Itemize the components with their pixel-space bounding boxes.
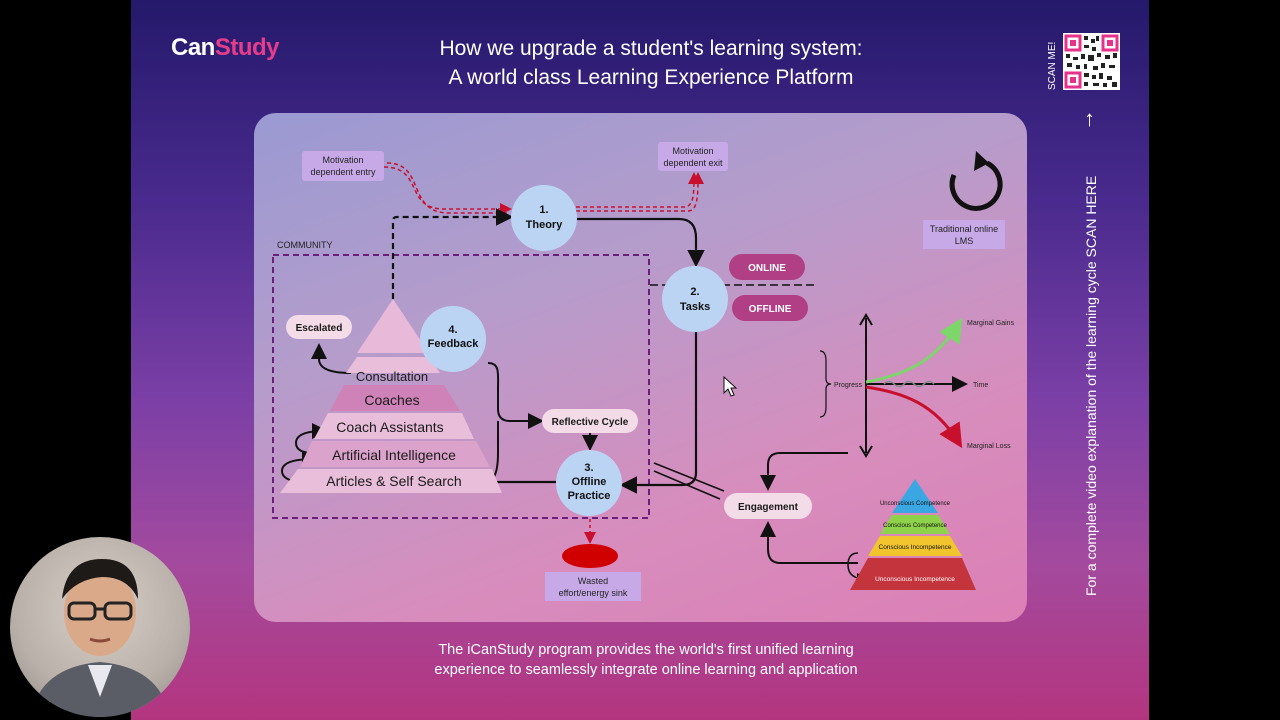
pyramid-level-ai: Artificial Intelligence bbox=[332, 447, 456, 463]
qr-code[interactable] bbox=[1063, 33, 1120, 90]
competence-3: Conscious Incompetence bbox=[879, 544, 952, 551]
caption-line-1: The iCanStudy program provides the world… bbox=[438, 642, 854, 658]
gains-label: Marginal Gains bbox=[967, 320, 1015, 327]
break-line-1 bbox=[653, 462, 725, 492]
theory-node: 1. Theory bbox=[511, 185, 577, 251]
competence-to-engagement-arrow bbox=[760, 521, 858, 564]
competence-2: Conscious Competence bbox=[883, 523, 947, 529]
break-line-2 bbox=[653, 470, 721, 500]
traditional-line-2: LMS bbox=[955, 236, 974, 246]
motivation-exit-line-2: dependent exit bbox=[663, 158, 723, 168]
wasted-sink-shape bbox=[562, 544, 618, 568]
progress-graph bbox=[819, 313, 968, 458]
theory-label: Theory bbox=[526, 219, 564, 231]
feedback-node: 4. Feedback bbox=[420, 306, 486, 372]
practice-line-2: Practice bbox=[568, 490, 611, 502]
traditional-line-1: Traditional online bbox=[930, 224, 998, 234]
online-label: ONLINE bbox=[748, 263, 786, 274]
escalated-pill bbox=[286, 315, 352, 339]
logo-study: Study bbox=[214, 34, 280, 61]
pyramid-level-coaches: Coaches bbox=[364, 392, 419, 408]
competence-pyramid bbox=[850, 479, 976, 590]
entry-arrow-2 bbox=[386, 162, 509, 214]
to-escalated-arrow bbox=[311, 343, 352, 374]
feedback-label: Feedback bbox=[428, 338, 480, 350]
scan-here-text: For a complete video explanation of the … bbox=[1083, 175, 1099, 596]
theory-to-tasks-arrow bbox=[576, 217, 705, 268]
theory-number: 1. bbox=[539, 204, 548, 216]
learning-cycle-diagram: COMMUNITY Motivation dependent entry Mot… bbox=[272, 142, 1015, 601]
motivation-entry-line-1: Motivation bbox=[322, 155, 363, 165]
exit-arrow bbox=[576, 172, 700, 208]
wasted-line-1: Wasted bbox=[578, 576, 608, 586]
logo: CanStudy bbox=[171, 34, 280, 62]
offline-label: OFFLINE bbox=[749, 304, 792, 315]
title-line-1: How we upgrade a student's learning syst… bbox=[439, 37, 863, 60]
diagram-panel: COMMUNITY Motivation dependent entry Mot… bbox=[254, 113, 1027, 622]
slide: CanStudy How we upgrade a student's lear… bbox=[131, 0, 1149, 720]
feedback-number: 4. bbox=[448, 324, 457, 336]
community-label: COMMUNITY bbox=[277, 240, 333, 250]
wasted-line-2: effort/energy sink bbox=[559, 588, 628, 598]
exit-arrow-2 bbox=[576, 172, 704, 212]
escalation-to-theory-arrow bbox=[391, 208, 514, 299]
offline-pill bbox=[732, 295, 808, 321]
graph-to-engagement-arrow bbox=[760, 452, 848, 491]
mouse-cursor-icon bbox=[723, 375, 738, 397]
traditional-lms-box bbox=[923, 220, 1005, 249]
qr-code-icon bbox=[1063, 33, 1120, 90]
motivation-entry-line-2: dependent entry bbox=[310, 167, 376, 177]
practice-node: 3. Offline Practice bbox=[556, 450, 622, 516]
loss-label: Marginal Loss bbox=[967, 443, 1011, 450]
feedback-to-reflective-arrow bbox=[487, 362, 544, 429]
competence-1: Unconscious Competence bbox=[880, 501, 951, 507]
slide-title: How we upgrade a student's learning syst… bbox=[331, 34, 971, 92]
online-pill bbox=[729, 254, 805, 280]
refresh-icon bbox=[949, 151, 1003, 211]
slide-caption: The iCanStudy program provides the world… bbox=[371, 640, 921, 680]
logo-can: Can bbox=[171, 34, 215, 61]
reflective-label: Reflective Cycle bbox=[552, 417, 629, 428]
title-line-2: A world class Learning Experience Platfo… bbox=[448, 66, 854, 89]
motivation-entry-box: Motivation dependent entry bbox=[302, 151, 384, 181]
reflective-pill bbox=[542, 409, 638, 433]
pyramid-level-consultation: Consultation bbox=[356, 369, 428, 384]
progress-label: Progress bbox=[834, 382, 863, 389]
scan-me-label: SCAN ME! bbox=[1047, 41, 1058, 90]
tasks-number: 2. bbox=[690, 286, 699, 298]
tasks-node: 2. Tasks bbox=[662, 266, 728, 332]
motivation-exit-box: Motivation dependent exit bbox=[658, 142, 728, 171]
time-label: Time bbox=[973, 382, 988, 389]
presenter-webcam bbox=[10, 537, 190, 717]
entry-arrow bbox=[383, 166, 512, 215]
caption-line-2: experience to seamlessly integrate onlin… bbox=[434, 662, 858, 678]
support-pyramid bbox=[280, 299, 502, 493]
tasks-to-practice-arrow bbox=[619, 332, 698, 494]
escalated-label: Escalated bbox=[296, 323, 343, 334]
engagement-pill bbox=[724, 493, 812, 519]
pyramid-level-coach-assistants: Coach Assistants bbox=[336, 419, 443, 435]
practice-number: 3. bbox=[584, 462, 593, 474]
competence-4: Unconscious Incompetence bbox=[875, 576, 955, 583]
motivation-exit-line-1: Motivation bbox=[672, 146, 713, 156]
pyramid-level-articles: Articles & Self Search bbox=[326, 473, 461, 489]
wasted-box bbox=[545, 572, 641, 601]
engagement-label: Engagement bbox=[738, 502, 799, 513]
tasks-label: Tasks bbox=[680, 301, 710, 313]
presenter-avatar bbox=[30, 559, 170, 717]
arrow-up-icon: ↑ bbox=[1084, 106, 1095, 131]
practice-line-1: Offline bbox=[572, 476, 607, 488]
